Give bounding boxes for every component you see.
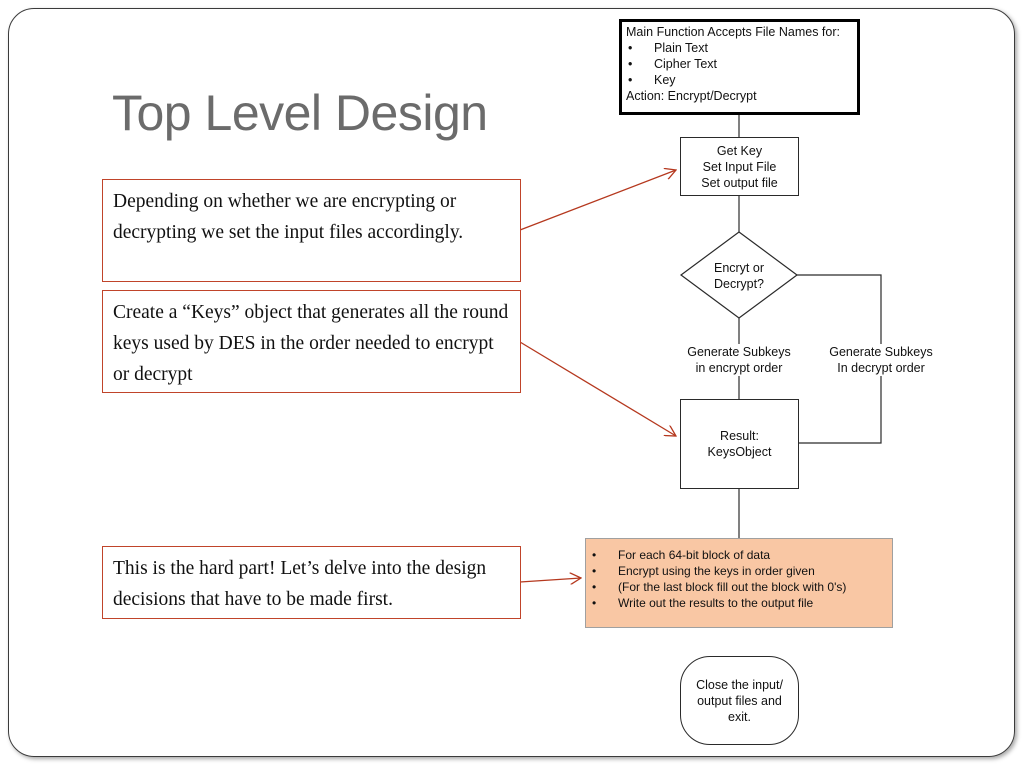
note-hard-part-text: This is the hard part! Let’s delve into … (113, 558, 487, 610)
main-function-list: Plain Text Cipher Text Key (626, 40, 853, 88)
setup-box: Get Key Set Input File Set output file (680, 137, 799, 196)
process-item-1: For each 64-bit block of data (590, 547, 888, 563)
result-line-2: KeysObject (707, 445, 772, 459)
main-item-key: Key (626, 72, 853, 88)
process-box: For each 64-bit block of data Encrypt us… (585, 538, 893, 628)
setup-line-1: Get Key (716, 143, 763, 158)
process-list: For each 64-bit block of data Encrypt us… (590, 547, 888, 611)
branch-encrypt-line-2: in encrypt order (695, 361, 783, 375)
branch-decrypt-line-1: Generate Subkeys (829, 345, 933, 359)
decision-diamond (679, 231, 799, 319)
branch-encrypt-label: Generate Subkeys in encrypt order (679, 344, 799, 376)
setup-line-3: Set output file (701, 175, 778, 190)
main-function-box: Main Function Accepts File Names for: Pl… (619, 19, 860, 115)
process-item-4: Write out the results to the output file (590, 595, 888, 611)
branch-decrypt-label: Generate Subkeys In decrypt order (821, 344, 941, 376)
note-arrow-1 (519, 170, 676, 231)
slide-title: Top Level Design (112, 85, 488, 141)
branch-encrypt-line-1: Generate Subkeys (687, 345, 791, 359)
branch-decrypt-line-2: In decrypt order (837, 361, 925, 375)
result-line-1: Result: (720, 429, 759, 443)
slide-frame (8, 8, 1015, 757)
close-line-1: Close the input/ (696, 677, 783, 692)
main-item-plain-text: Plain Text (626, 40, 853, 56)
decision-label: Encryt or Decrypt? (699, 260, 779, 292)
main-item-cipher-text: Cipher Text (626, 56, 853, 72)
note-arrow-2 (519, 341, 676, 436)
close-box: Close the input/ output files and exit. (680, 656, 799, 745)
main-function-heading: Main Function Accepts File Names for: (626, 25, 840, 39)
note-keys-object-text: Create a “Keys” object that generates al… (113, 302, 509, 385)
note-keys-object: Create a “Keys” object that generates al… (102, 290, 521, 393)
decision-line-1: Encryt or (713, 261, 764, 275)
note-hard-part: This is the hard part! Let’s delve into … (102, 546, 521, 619)
close-line-2: output files and (697, 693, 782, 708)
note-arrow-3 (519, 578, 581, 582)
result-box: Result: KeysObject (680, 399, 799, 489)
close-line-3: exit. (728, 709, 751, 724)
setup-line-2: Set Input File (702, 159, 777, 174)
note-input-files-text: Depending on whether we are encrypting o… (113, 191, 464, 243)
decision-line-2: Decrypt? (713, 277, 765, 291)
note-input-files: Depending on whether we are encrypting o… (102, 179, 521, 282)
process-item-3: (For the last block fill out the block w… (590, 579, 888, 595)
process-item-2: Encrypt using the keys in order given (590, 563, 888, 579)
main-function-action: Action: Encrypt/Decrypt (626, 89, 757, 103)
